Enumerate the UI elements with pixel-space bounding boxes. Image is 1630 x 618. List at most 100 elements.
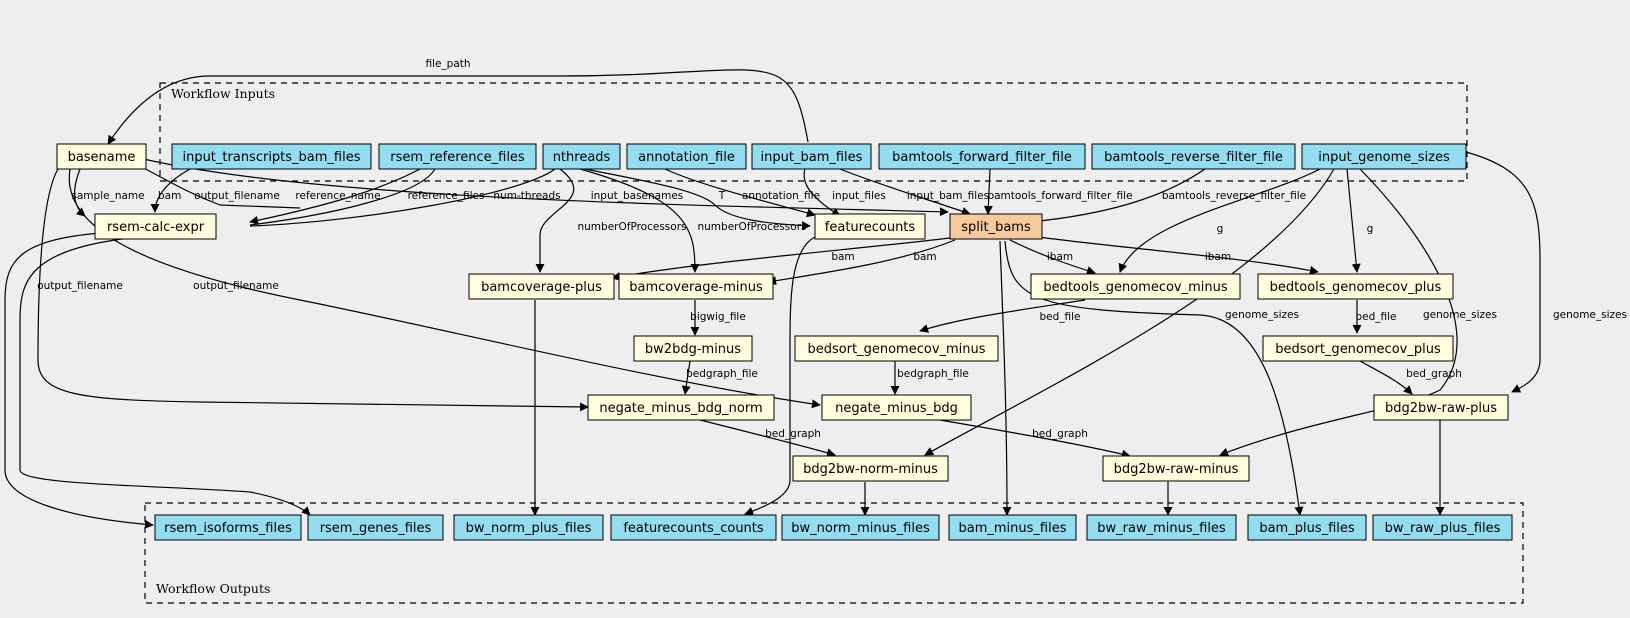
- edge-label-genome-sizes-a: genome_sizes: [1225, 309, 1299, 321]
- node-bdg2bw-raw-plus-label: bdg2bw-raw-plus: [1385, 401, 1497, 416]
- node-bedtools-genomecov-plus[interactable]: bedtools_genomecov_plus: [1257, 273, 1454, 300]
- node-bedsort-genomecov-minus[interactable]: bedsort_genomecov_minus: [794, 335, 999, 362]
- node-bedsort-genomecov-plus-label: bedsort_genomecov_plus: [1275, 342, 1441, 357]
- edge-label-bed-graph-norm: bed_graph: [765, 428, 821, 440]
- node-input-bam-files[interactable]: input_bam_files: [751, 143, 872, 170]
- edge-genome-sizes-a: [924, 168, 1335, 456]
- workflow-outputs-border: [144, 502, 1524, 604]
- node-bw-raw-minus-files[interactable]: bw_raw_minus_files: [1086, 514, 1237, 541]
- node-nthreads[interactable]: nthreads: [542, 143, 621, 170]
- edge-label-input-bam-files: input_bam_files: [907, 190, 989, 202]
- workflow-outputs-cluster: Workflow Outputs: [144, 502, 1524, 604]
- edge-nop-minus: [579, 168, 700, 273]
- node-featurecounts[interactable]: featurecounts: [814, 213, 926, 240]
- node-bamcoverage-plus-label: bamcoverage-plus: [481, 280, 602, 295]
- node-bedsort-genomecov-minus-label: bedsort_genomecov_minus: [807, 342, 985, 357]
- node-rsem-isoforms-files-label: rsem_isoforms_files: [164, 521, 292, 536]
- node-rsem-genes-files-label: rsem_genes_files: [320, 521, 432, 536]
- edge-T: [584, 168, 811, 231]
- edge-label-input-basenames: input_basenames: [591, 190, 684, 202]
- edge-reference-name: [249, 168, 421, 225]
- edge-input-files: [803, 168, 841, 217]
- node-bamcoverage-minus[interactable]: bamcoverage-minus: [618, 273, 774, 300]
- node-bam-minus-files[interactable]: bam_minus_files: [948, 514, 1077, 541]
- edge-label-output-filename-mid: output_filename: [193, 280, 279, 292]
- node-bdg2bw-raw-minus[interactable]: bdg2bw-raw-minus: [1102, 455, 1250, 482]
- edge-label-bamtools-reverse: bamtools_reverse_filter_file: [1162, 190, 1306, 202]
- edge-bed-graph-raw: [939, 419, 1131, 459]
- node-bw-raw-plus-files-label: bw_raw_plus_files: [1385, 521, 1501, 536]
- node-bamtools-reverse-filter-file-label: bamtools_reverse_filter_file: [1104, 150, 1283, 165]
- edge-label-bamtools-forward: bamtools_forward_filter_file: [987, 190, 1132, 202]
- node-annotation-file[interactable]: annotation_file: [626, 143, 747, 170]
- node-bam-plus-files-label: bam_plus_files: [1259, 521, 1355, 536]
- edge-label-bed-graph-raw: bed_graph: [1032, 428, 1088, 440]
- node-bamtools-reverse-filter-file[interactable]: bamtools_reverse_filter_file: [1091, 143, 1296, 170]
- edge-label-num-threads: num-threads: [493, 190, 560, 202]
- node-negate-minus-bdg[interactable]: negate_minus_bdg: [821, 394, 972, 421]
- edge-label-annotation-file: annotation_file: [742, 190, 820, 202]
- node-split-bams[interactable]: split_bams: [949, 213, 1043, 240]
- workflow-outputs-label: Workflow Outputs: [156, 581, 270, 596]
- edge-file-path: [107, 69, 809, 145]
- edge-label-nop-plus: numberOfProcessors: [578, 221, 687, 233]
- node-bamcoverage-plus[interactable]: bamcoverage-plus: [468, 273, 615, 300]
- node-bw-norm-minus-files[interactable]: bw_norm_minus_files: [781, 514, 940, 541]
- edge-num-threads: [249, 168, 556, 227]
- edge-bam-rsem: [150, 168, 191, 213]
- node-input-transcripts-bam-files[interactable]: input_transcripts_bam_files: [171, 143, 372, 170]
- node-rsem-isoforms-files[interactable]: rsem_isoforms_files: [154, 514, 302, 541]
- node-rsem-calc-expr[interactable]: rsem-calc-expr: [94, 213, 217, 240]
- node-bamtools-forward-filter-file[interactable]: bamtools_forward_filter_file: [878, 143, 1086, 170]
- node-bamcoverage-minus-label: bamcoverage-minus: [629, 280, 763, 295]
- node-featurecounts-counts[interactable]: featurecounts_counts: [610, 514, 777, 541]
- node-bdg2bw-norm-minus[interactable]: bdg2bw-norm-minus: [792, 455, 949, 482]
- node-basename[interactable]: basename: [56, 143, 147, 170]
- edge-ibam-plus: [1029, 235, 1319, 275]
- node-nthreads-label: nthreads: [553, 150, 611, 165]
- node-bw-norm-plus-files[interactable]: bw_norm_plus_files: [453, 514, 604, 541]
- node-bw-raw-plus-files[interactable]: bw_raw_plus_files: [1372, 514, 1513, 541]
- edge-label-file-path: file_path: [425, 58, 470, 70]
- edge-genome-sizes-b: [1219, 168, 1458, 457]
- edge-label-bedgraph-file-a: bedgraph_file: [686, 368, 758, 380]
- edge-output-filename-left: [37, 168, 589, 412]
- edge-reference-files: [249, 168, 436, 226]
- node-negate-minus-bdg-norm[interactable]: negate_minus_bdg_norm: [587, 394, 775, 421]
- edge-bed-file-minus: [919, 299, 1086, 333]
- node-bam-plus-files[interactable]: bam_plus_files: [1247, 514, 1367, 541]
- node-bw-norm-minus-files-label: bw_norm_minus_files: [791, 521, 930, 536]
- node-input-genome-sizes-label: input_genome_sizes: [1318, 150, 1450, 165]
- node-bdg2bw-raw-plus[interactable]: bdg2bw-raw-plus: [1373, 394, 1509, 421]
- edge-annotation-file: [664, 168, 816, 218]
- edge-label-ibam-plus: ibam: [1205, 251, 1231, 263]
- edge-label-ibam-minus: ibam: [1047, 251, 1073, 263]
- node-bedtools-genomecov-minus[interactable]: bedtools_genomecov_minus: [1030, 273, 1241, 300]
- edge-label-bed-graph-plus: bed_graph: [1406, 368, 1462, 380]
- node-negate-minus-bdg-label: negate_minus_bdg: [835, 401, 958, 416]
- edge-bed-graph-norm: [699, 419, 836, 458]
- edge-label-reference-name: reference_name: [295, 190, 380, 202]
- node-bw2bdg-minus[interactable]: bw2bdg-minus: [633, 335, 753, 362]
- edge-label-sample-name: sample_name: [71, 190, 144, 202]
- edge-bedgraph-file-a: [681, 360, 691, 395]
- node-input-genome-sizes[interactable]: input_genome_sizes: [1301, 143, 1467, 170]
- node-rsem-genes-files[interactable]: rsem_genes_files: [307, 514, 444, 541]
- node-input-transcripts-bam-files-label: input_transcripts_bam_files: [182, 150, 360, 165]
- node-bamtools-forward-filter-file-label: bamtools_forward_filter_file: [892, 150, 1072, 165]
- node-bedsort-genomecov-plus[interactable]: bedsort_genomecov_plus: [1262, 335, 1454, 362]
- edge-bamtools-reverse: [1029, 168, 1206, 226]
- edge-bam-plus-files: [1004, 240, 1304, 516]
- node-bam-minus-files-label: bam_minus_files: [959, 521, 1067, 536]
- workflow-inputs-cluster: Workflow Inputs: [159, 82, 1468, 182]
- edge-label-T: T: [718, 190, 726, 202]
- edge-rsem-isoforms: [4, 232, 154, 529]
- node-featurecounts-label: featurecounts: [825, 220, 916, 235]
- node-rsem-reference-files[interactable]: rsem_reference_files: [378, 143, 537, 170]
- node-split-bams-label: split_bams: [961, 220, 1031, 235]
- node-bdg2bw-raw-minus-label: bdg2bw-raw-minus: [1114, 462, 1239, 477]
- workflow-inputs-border: [159, 82, 1468, 182]
- node-bedtools-genomecov-minus-label: bedtools_genomecov_minus: [1043, 280, 1228, 295]
- edge-label-genome-sizes-right: genome_sizes: [1553, 309, 1627, 321]
